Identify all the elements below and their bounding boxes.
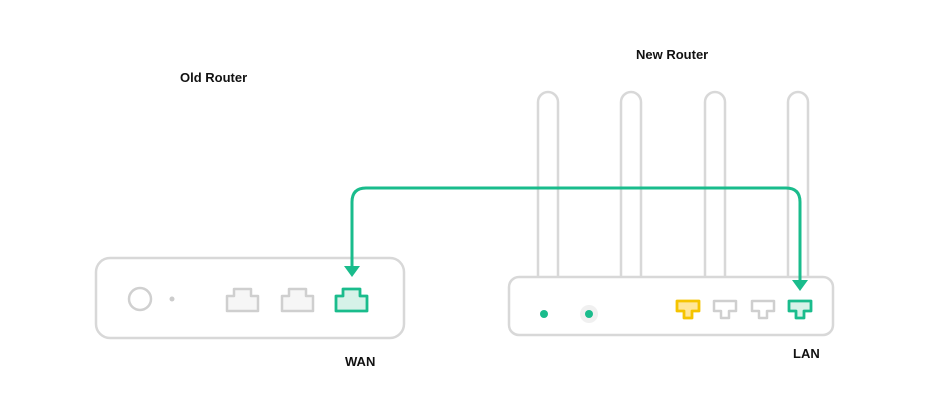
- antennas: [536, 90, 810, 294]
- ethernet-port-icon: [712, 299, 738, 320]
- ethernet-port-icon: [225, 287, 260, 313]
- lan-label: LAN: [793, 346, 820, 361]
- ethernet-port-icon: [750, 299, 776, 320]
- lan-port-icon: [787, 299, 813, 320]
- arrow-down-icon: [792, 280, 808, 291]
- old-router-title: Old Router: [180, 70, 248, 85]
- wan-port-icon: [334, 287, 369, 313]
- arrow-down-icon: [344, 266, 360, 277]
- connection-cable: [344, 186, 808, 291]
- antenna-2: [619, 90, 643, 294]
- antenna-1: [536, 90, 560, 294]
- ethernet-port-icon: [675, 299, 701, 320]
- indicator-dot-icon: [169, 296, 175, 302]
- status-led-icon: [540, 310, 548, 318]
- power-button-icon: [127, 286, 153, 312]
- new-router: [507, 275, 835, 337]
- old-router: [94, 256, 406, 340]
- antenna-3: [703, 90, 727, 294]
- new-router-body: [507, 275, 835, 337]
- ethernet-port-icon: [280, 287, 315, 313]
- button-led-icon: [585, 310, 593, 318]
- wan-label: WAN: [345, 354, 376, 369]
- new-router-title: New Router: [636, 47, 709, 62]
- cable-line: [350, 186, 802, 282]
